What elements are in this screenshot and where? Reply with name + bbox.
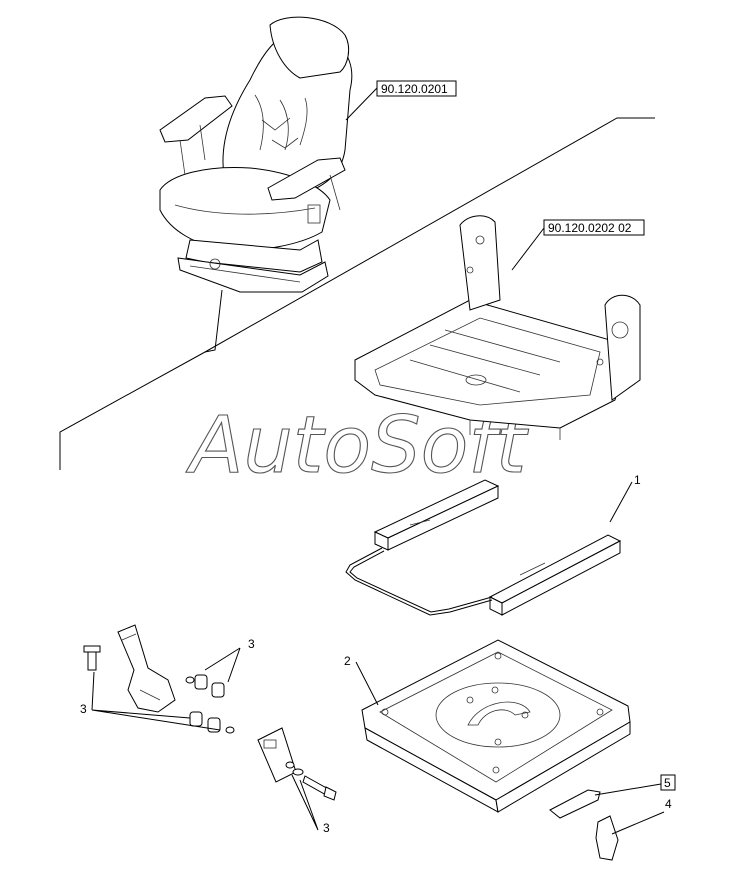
part-3-seat-belt-left (83, 624, 235, 734)
ref-seat-leader (345, 87, 378, 121)
callout-5: 5 (664, 776, 671, 790)
ref-frame-label[interactable]: 90.120.0202 02 (543, 219, 645, 236)
seat-assembly (159, 16, 353, 293)
part-2-swivel-plate (361, 639, 631, 813)
ref-seat-label[interactable]: 90.120.0201 (376, 80, 457, 97)
callout-3c: 3 (323, 821, 330, 835)
callout-5-leader (594, 783, 662, 796)
callout-5-box: 5 (660, 774, 676, 791)
callout-3c-leader (291, 774, 319, 831)
part-3-seat-belt-buckle (257, 727, 337, 801)
svg-text:90.120.0202 02: 90.120.0202 02 (548, 221, 632, 235)
callout-3b-leader (91, 671, 221, 731)
ref-frame-leader (511, 227, 545, 271)
callout-1: 1 (634, 473, 641, 487)
seat-leader-line (204, 289, 223, 353)
part-5-handle (549, 789, 601, 819)
seat-frame (354, 215, 641, 440)
svg-text:90.120.0201: 90.120.0201 (381, 82, 448, 96)
callout-2: 2 (344, 654, 351, 668)
part-1-slide-rails (345, 479, 622, 616)
callout-4: 4 (665, 797, 672, 811)
callout-4-leader (611, 811, 665, 835)
callout-3a-leader (204, 647, 241, 683)
callout-2-leader (355, 661, 379, 706)
callout-3b: 3 (80, 702, 87, 716)
callout-1-leader (609, 481, 633, 523)
part-4-knob (595, 815, 619, 861)
callout-3a: 3 (248, 637, 255, 651)
